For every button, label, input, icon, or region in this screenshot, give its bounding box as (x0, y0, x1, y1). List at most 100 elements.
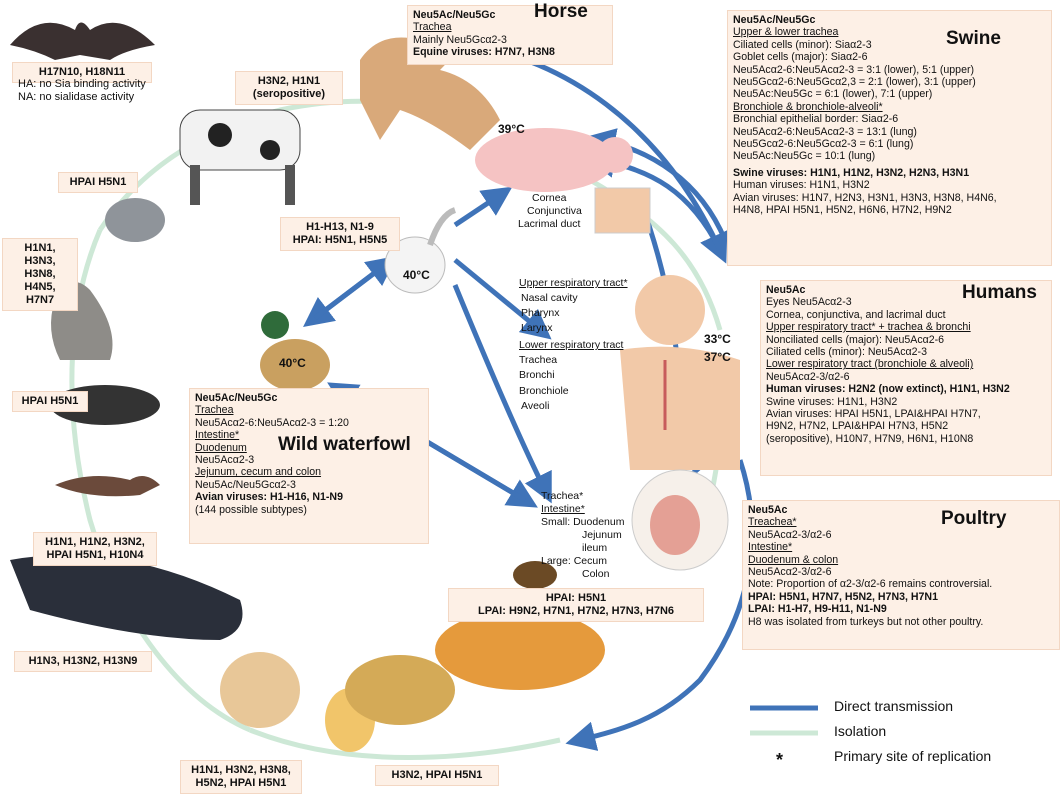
goose-temperature: 40°C (403, 268, 430, 282)
pig-figure (475, 128, 633, 192)
cattle-line-1: H3N2, H1N1 (241, 75, 337, 88)
swine-line-14: Avian viruses: H1N7, H2N3, H3N1, H3N3, H… (733, 192, 1046, 204)
chicken-organ-trachea: Trachea* (541, 490, 583, 502)
seal-line-2: H3N8, H4N5, (8, 268, 72, 294)
swine-header: Neu5Ac/Neu5Gc (733, 14, 1046, 26)
mink-line-2: HPAI H5N1, H10N4 (39, 549, 151, 562)
pigeon-figure (105, 198, 165, 242)
humans-line-7: Neu5Acα2-3/α2-6 (766, 371, 1046, 383)
whale-label: H1N3, H13N2, H13N9 (14, 651, 152, 672)
poultry-header: Neu5Ac (748, 504, 1054, 516)
mink-figure (55, 476, 160, 496)
human-lower-temperature: 37°C (704, 350, 731, 364)
bat-notes: HA: no Sia binding activity NA: no siali… (18, 78, 146, 104)
swine-line-12: Swine viruses: H1N1, H1N2, H3N2, H2N3, H… (733, 167, 1046, 179)
ferret-label: HPAI H5N1 (12, 391, 88, 412)
swine-line-15: H4N8, HPAI H5N1, H5N2, H6N6, H7N2, H9N2 (733, 204, 1046, 216)
tiger-figure (435, 610, 605, 690)
mink-line-1: H1N1, H1N2, H3N2, (39, 536, 151, 549)
waterfowl-line-8: Avian viruses: H1-H16, N1-N9 (195, 491, 423, 503)
poultry-line-7: HPAI: H5N1, H7N7, H5N2, H7N3, H7N1 (748, 591, 1054, 603)
leopard-figure (345, 655, 455, 725)
horse-title: Horse (534, 6, 588, 18)
poultry-line-6: Note: Proportion of α2-3/α2-6 remains co… (748, 578, 1054, 590)
waterfowl-line-2: Neu5Acα2-6:Neu5Acα2-3 = 1:20 (195, 417, 423, 429)
waterfowl-panel: Neu5Ac/Neu5Gc Trachea Neu5Acα2-6:Neu5Acα… (189, 388, 429, 544)
human-organ-aveoli: Aveoli (521, 400, 549, 412)
waterfowl-title: Wild waterfowl (278, 439, 411, 451)
humans-line-4: Nonciliated cells (major): Neu5Acα2-6 (766, 334, 1046, 346)
legend-primary-label: Primary site of replication (834, 748, 991, 764)
humans-line-8: Human viruses: H2N2 (now extinct), H1N1,… (766, 383, 1046, 395)
whale-figure (10, 555, 243, 640)
chicken-figure (632, 470, 728, 570)
swine-line-10: Neu5Gcα2-6:Neu5Gcα2-3 = 6:1 (lung) (733, 138, 1046, 150)
eye-cornea: Cornea (532, 192, 566, 204)
human-organ-pharynx: Pharynx (521, 307, 560, 319)
human-organ-bronchiole: Bronchiole (519, 385, 569, 397)
humans-line-6: Lower respiratory tract (bronchiole & al… (766, 358, 1046, 370)
waterfowl-line-1: Trachea (195, 404, 423, 416)
poultry-panel: Neu5Ac Treachea* Neu5Acα2-3/α2-6 Intesti… (742, 500, 1060, 650)
poultry-line-1: Treachea* (748, 516, 1054, 528)
legend-primary: Primary site of replication (822, 748, 991, 764)
poultry-line-9: H8 was isolated from turkeys but not oth… (748, 616, 1054, 628)
human-organ-upper-tract: Upper respiratory tract* (519, 277, 628, 289)
poultry-line-8: LPAI: H1-H7, H9-H11, N1-N9 (748, 603, 1054, 615)
swine-line-13: Human viruses: H1N1, H3N2 (733, 179, 1046, 191)
poultry-line-5: Neu5Acα2-3/α2-6 (748, 566, 1054, 578)
swine-line-4: Neu5Acα2-6:Neu5Acα2-3 = 3:1 (lower), 5:1… (733, 64, 1046, 76)
human-organ-trachea: Trachea (519, 354, 557, 366)
quail-label: HPAI: H5N1 LPAI: H9N2, H7N1, H7N2, H7N3,… (448, 588, 704, 622)
humans-line-5: Ciliated cells (minor): Neu5Acα2-3 (766, 346, 1046, 358)
whale-line-1: H1N3, H13N2, H13N9 (20, 655, 146, 668)
chicken-organ-large: Large: Cecum (541, 555, 607, 567)
humans-line-11: H9N2, H7N2, LPAI&HPAI H7N3, H5N2 (766, 420, 1046, 432)
swine-panel: Neu5Ac/Neu5Gc Upper & lower trachea Cili… (727, 10, 1052, 266)
chicken-organ-small: Small: Duodenum (541, 516, 624, 528)
cats-line-1: H3N2, HPAI H5N1 (381, 769, 493, 782)
legend-isolation: Isolation (822, 723, 886, 739)
ferret-line-1: HPAI H5N1 (18, 395, 82, 408)
humans-title: Humans (962, 287, 1037, 299)
swine-line-6: Neu5Ac:Neu5Gc = 6:1 (lower), 7:1 (upper) (733, 88, 1046, 100)
human-organ-larynx: Larynx (521, 322, 553, 334)
horse-line-2: Mainly Neu5Gcα2-3 (413, 34, 607, 46)
eye-conjunctiva: Conjunctiva (527, 205, 582, 217)
waterfowl-line-6: Jejunum, cecum and colon (195, 466, 423, 478)
legend-isolation-label: Isolation (834, 723, 886, 739)
poultry-line-2: Neu5Acα2-3/α2-6 (748, 529, 1054, 541)
swine-line-9: Neu5Acα2-6:Neu5Acα2-3 = 13:1 (lung) (733, 126, 1046, 138)
legend-star-icon: * (776, 750, 783, 771)
horse-panel: Neu5Ac/Neu5Gc Trachea Mainly Neu5Gcα2-3 … (407, 5, 613, 65)
waterfowl-line-5: Neu5Acα2-3 (195, 454, 423, 466)
goose-label: H1-H13, N1-9 HPAI: H5N1, H5N5 (280, 217, 400, 251)
seal-line-1: H1N1, H3N3, (8, 242, 72, 268)
quail-line-1: HPAI: H5N1 (454, 592, 698, 605)
seal-label: H1N1, H3N3, H3N8, H4N5, H7N7 (2, 238, 78, 311)
human-figure (620, 275, 740, 470)
legend-direct-label: Direct transmission (834, 698, 953, 714)
cattle-label: H3N2, H1N1 (seropositive) (235, 71, 343, 105)
humans-line-9: Swine viruses: H1N1, H3N2 (766, 396, 1046, 408)
humans-line-2: Cornea, conjunctiva, and lacrimal duct (766, 309, 1046, 321)
dog-line-2: H5N2, HPAI H5N1 (186, 777, 296, 790)
swine-line-5: Neu5Gcα2-6:Neu5Gcα2,3 = 2:1 (lower), 3:1… (733, 76, 1046, 88)
swine-line-11: Neu5Ac:Neu5Gc = 10:1 (lung) (733, 150, 1046, 162)
legend-direct: Direct transmission (822, 698, 953, 714)
dog-label: H1N1, H3N2, H3N8, H5N2, HPAI H5N1 (180, 760, 302, 794)
waterfowl-header: Neu5Ac/Neu5Gc (195, 392, 423, 404)
swine-title: Swine (946, 33, 1001, 45)
poultry-line-4: Duodenum & colon (748, 554, 1054, 566)
poultry-title: Poultry (941, 513, 1006, 525)
human-organ-nasal: Nasal cavity (521, 292, 578, 304)
waterfowl-line-7: Neu5Ac/Neu5Gcα2-3 (195, 479, 423, 491)
human-organ-lower-tract: Lower respiratory tract (519, 339, 623, 351)
pigeon-line-1: HPAI H5N1 (64, 176, 132, 189)
duck-figure (260, 311, 330, 391)
duck-temperature: 40°C (279, 356, 306, 370)
humans-line-10: Avian viruses: HPAI H5N1, LPAI&HPAI H7N7… (766, 408, 1046, 420)
cats-label: H3N2, HPAI H5N1 (375, 765, 499, 786)
goose-line-2: HPAI: H5N1, H5N5 (286, 234, 394, 247)
